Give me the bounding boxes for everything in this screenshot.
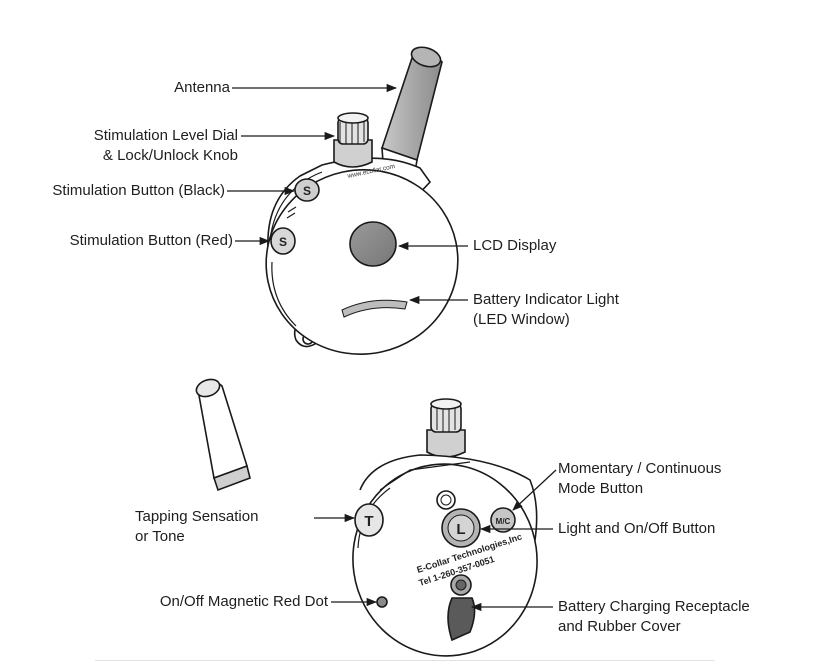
bottom-device-face <box>352 463 538 657</box>
dial-knob-shape-bottom <box>426 398 466 458</box>
led-window <box>341 299 408 318</box>
label-battery-line2: (LED Window) <box>473 311 570 328</box>
label-dial: Stimulation Level Dial & Lock/Unlock Kno… <box>94 126 238 166</box>
label-antenna-text: Antenna <box>174 79 230 96</box>
antenna-shape-bottom <box>195 378 251 492</box>
leader-mode <box>512 469 557 511</box>
mode-button-shape <box>490 507 516 533</box>
label-magnetic: On/Off Magnetic Red Dot <box>160 592 328 612</box>
label-stim-red-text: Stimulation Button (Red) <box>69 232 233 249</box>
label-mode-line1: Momentary / Continuous <box>558 460 722 477</box>
label-charging-line1: Battery Charging Receptacle <box>558 598 750 615</box>
label-charging: Battery Charging Receptacle and Rubber C… <box>558 597 750 637</box>
label-dial-line1: Stimulation Level Dial <box>93 127 238 144</box>
label-tapping-line2: or Tone <box>135 528 185 545</box>
label-dial-line2: & Lock/Unlock Knob <box>102 147 238 164</box>
label-mode: Momentary / Continuous Mode Button <box>558 459 721 499</box>
magnetic-dot-shape <box>376 596 388 608</box>
label-mode-line2: Mode Button <box>558 480 644 497</box>
label-lcd: LCD Display <box>473 236 556 256</box>
top-device <box>265 46 459 355</box>
label-antenna: Antenna <box>174 78 230 98</box>
stim-button-red-shape <box>270 227 296 255</box>
label-battery: Battery Indicator Light (LED Window) <box>473 290 619 330</box>
label-magnetic-text: On/Off Magnetic Red Dot <box>159 593 328 610</box>
mode-button-glyph: M/C <box>496 517 511 526</box>
label-lcd-text: LCD Display <box>473 237 557 254</box>
light-button-shape <box>441 508 481 548</box>
antenna-shape <box>380 46 443 174</box>
bottom-divider <box>95 660 715 661</box>
label-light: Light and On/Off Button <box>558 519 715 539</box>
stim-black-glyph: S <box>303 184 311 198</box>
label-tapping: Tapping Sensation or Tone <box>135 507 258 547</box>
label-tapping-line1: Tapping Sensation <box>135 508 259 525</box>
stim-red-glyph: S <box>279 235 287 249</box>
label-battery-line1: Battery Indicator Light <box>473 291 619 308</box>
bottom-device <box>195 378 538 657</box>
label-stim-black: Stimulation Button (Black) <box>52 181 225 201</box>
tone-button-glyph: T <box>364 513 373 530</box>
light-button-glyph: L <box>456 521 465 538</box>
callout-lines <box>227 83 557 612</box>
dial-knob-shape <box>333 112 373 168</box>
label-light-text: Light and On/Off Button <box>558 520 716 537</box>
label-stim-black-text: Stimulation Button (Black) <box>52 182 225 199</box>
charging-receptacle-shape <box>447 574 476 642</box>
lcd-window <box>349 221 397 267</box>
label-stim-red: Stimulation Button (Red) <box>70 231 233 251</box>
label-charging-line2: and Rubber Cover <box>558 618 681 635</box>
